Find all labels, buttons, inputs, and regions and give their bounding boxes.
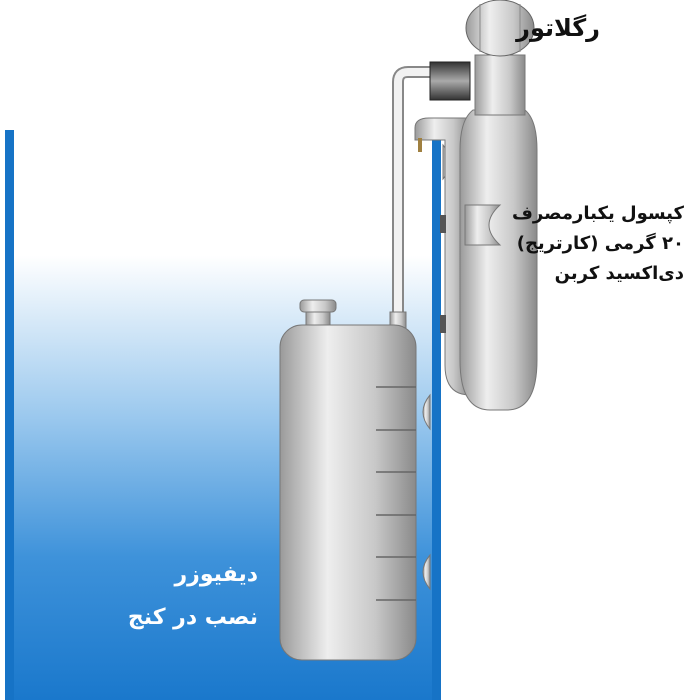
cartridge-label-line3: دی‌اکسید کربن (554, 263, 684, 284)
cartridge-label-line2: ۲۰ گرمی (کارتریج) (516, 233, 684, 254)
regulator-knob (465, 0, 535, 57)
regulator-connector (429, 61, 471, 101)
tank-right-wall (432, 130, 441, 700)
suction-cup (422, 393, 431, 431)
diffuser-scale (376, 386, 416, 601)
suction-cup (422, 553, 431, 591)
diffuser-body (279, 324, 417, 661)
diffuser-label-line1: دیفیوزر (174, 562, 259, 587)
cartridge-label-line1: کپسول یکبارمصرف (512, 203, 684, 224)
tank-left-wall (5, 130, 14, 700)
co2-cartridge (459, 109, 538, 411)
regulator-neck (474, 54, 526, 116)
regulator-label: رگلاتور (516, 14, 600, 42)
diffuser-label-line2: نصب در کنج (127, 605, 258, 630)
